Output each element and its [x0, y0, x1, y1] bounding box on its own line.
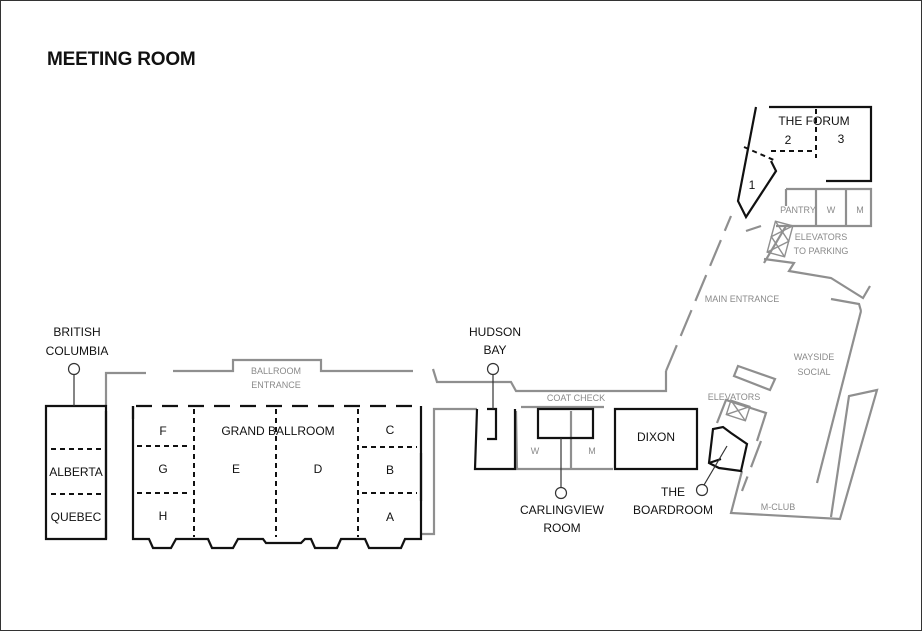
label-forum-1: 1	[749, 178, 756, 192]
central-rooms	[473, 407, 749, 489]
label-carlingview-1: CARLINGVIEW	[520, 503, 605, 517]
label-wayside-social-2: SOCIAL	[797, 367, 830, 377]
label-e: E	[232, 462, 240, 476]
label-g: G	[158, 462, 167, 476]
public-corridors	[104, 187, 879, 536]
label-forum-2: 2	[785, 133, 792, 147]
label-pantry: PANTRY	[780, 205, 816, 215]
carlingview-pin	[554, 486, 568, 500]
label-wayside-social-1: WAYSIDE	[794, 352, 835, 362]
label-elevators: ELEVATORS	[708, 392, 761, 402]
label-hudson-bay-1: HUDSON	[469, 325, 521, 339]
room-labels: BRITISH COLUMBIA ALBERTA QUEBEC F G H GR…	[46, 114, 864, 535]
ballroom-complex	[44, 404, 423, 550]
label-b: B	[386, 463, 394, 477]
label-the-boardroom-2: BOARDROOM	[633, 503, 713, 517]
british-columbia-pin	[67, 362, 81, 376]
label-c: C	[386, 423, 395, 437]
boardroom-pin	[695, 483, 709, 497]
label-forum-3: 3	[838, 132, 845, 146]
label-w2: W	[827, 205, 836, 215]
label-alberta: ALBERTA	[49, 465, 103, 479]
label-coat-check: COAT CHECK	[547, 393, 605, 403]
label-a: A	[386, 510, 394, 524]
label-d: D	[314, 462, 323, 476]
label-the-forum: THE FORUM	[778, 114, 849, 128]
location-pins	[67, 362, 728, 500]
label-elevators-to-parking-2: TO PARKING	[794, 246, 849, 256]
label-hudson-bay-2: BAY	[483, 343, 506, 357]
label-elevators-to-parking-1: ELEVATORS	[795, 232, 848, 242]
label-m: M	[588, 446, 596, 456]
label-w: W	[531, 446, 540, 456]
label-m-club: M-CLUB	[761, 502, 796, 512]
label-carlingview-2: ROOM	[543, 521, 580, 535]
hudson-bay-pin	[486, 362, 500, 376]
label-ballroom-entrance-2: ENTRANCE	[251, 380, 301, 390]
label-british-columbia-1: BRITISH	[53, 325, 100, 339]
label-dixon: DIXON	[637, 430, 675, 444]
label-main-entrance: MAIN ENTRANCE	[705, 294, 780, 304]
label-h: H	[159, 509, 168, 523]
label-quebec: QUEBEC	[51, 510, 102, 524]
label-m2: M	[856, 205, 864, 215]
label-ballroom-entrance-1: BALLROOM	[251, 366, 301, 376]
the-forum	[736, 105, 873, 220]
label-british-columbia-2: COLUMBIA	[46, 344, 109, 358]
label-grand-ballroom: GRAND BALLROOM	[221, 424, 334, 438]
page-title: MEETING ROOM	[47, 49, 196, 70]
label-the-boardroom-1: THE	[661, 485, 685, 499]
label-f: F	[159, 424, 166, 438]
